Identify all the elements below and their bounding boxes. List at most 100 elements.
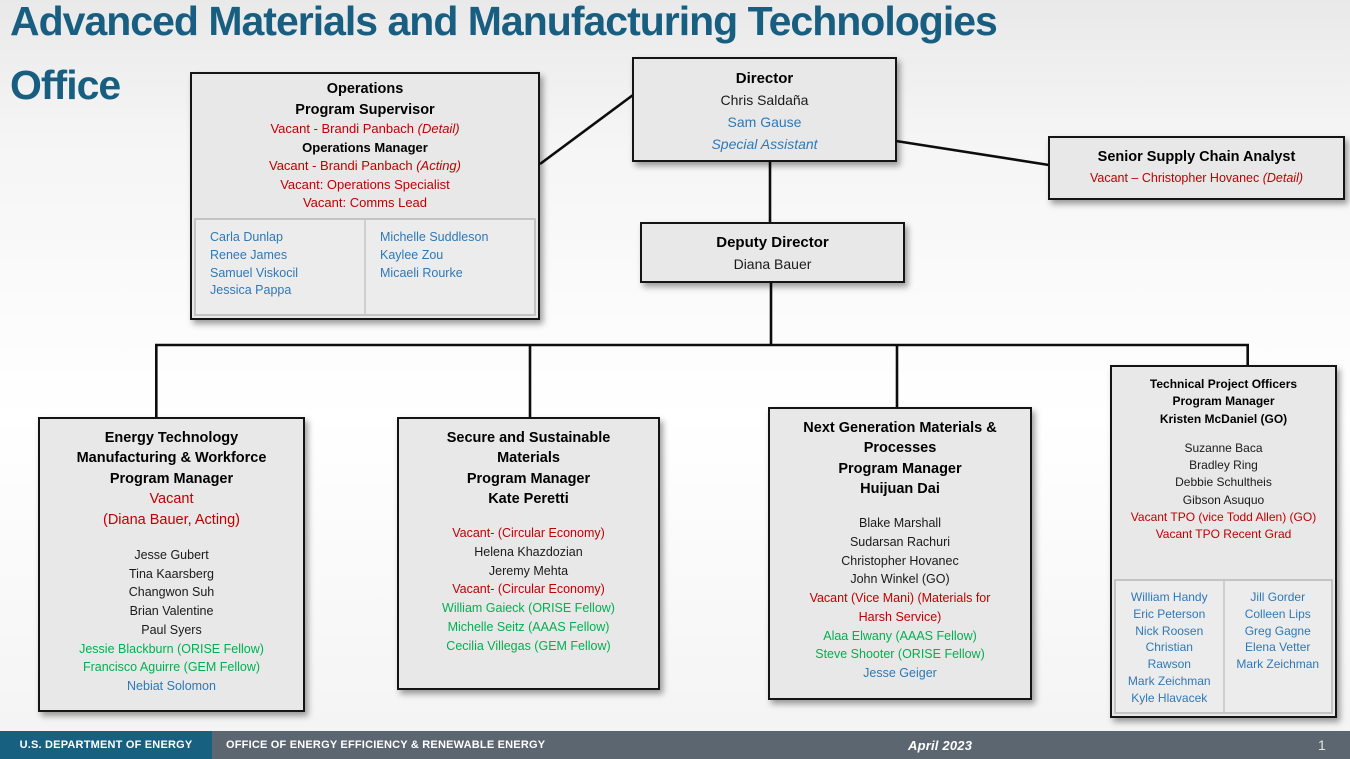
text-line: Christopher Hovanec — [841, 553, 959, 568]
text-line: Vacant (Vice Mani) (Materials for — [809, 591, 991, 606]
text-line: Vacant: Operations Specialist — [280, 176, 450, 192]
text-line: Sudarsan Rachuri — [849, 534, 951, 549]
text-line: Jesse Geiger — [863, 666, 937, 681]
roster-name: Eric Peterson — [1133, 606, 1206, 621]
text-line: Diana Bauer — [733, 256, 812, 273]
text-line: Suzanne Baca — [1184, 440, 1263, 455]
text-line: Tina Kaarsberg — [129, 566, 214, 581]
text-line: Nebiat Solomon — [127, 679, 216, 694]
roster-name: Jill Gorder — [1250, 590, 1306, 604]
text-line: Vacant TPO (vice Todd Allen) (GO) — [1130, 509, 1317, 524]
roster-name: Kaylee Zou — [380, 247, 444, 262]
roster-name: Greg Gagne — [1244, 623, 1311, 638]
text-line: Blake Marshall — [859, 516, 941, 531]
text-line: Vacant - Brandi Panbach (Detail) — [270, 121, 460, 137]
roster-name: Colleen Lips — [1244, 606, 1311, 621]
text-line: Energy Technology — [104, 430, 239, 446]
text-line: Kate Peretti — [488, 490, 569, 507]
text-line: Manufacturing & Workforce — [76, 450, 267, 467]
roster-name: Renee James — [210, 247, 288, 262]
roster-name: Michelle Suddleson — [380, 230, 489, 244]
text-line: Harsh Service) — [858, 609, 942, 624]
text-line: Chris Saldaña — [720, 92, 809, 109]
text-line: Jesse Gubert — [134, 547, 209, 562]
roster-name: Jessica Pappa — [210, 283, 292, 298]
text-line: Director — [735, 70, 794, 87]
roster-name: Mark Zeichman — [1127, 673, 1211, 688]
text-line: Jeremy Mehta — [488, 563, 569, 578]
text-line: Bradley Ring — [1189, 458, 1258, 473]
text-line: Vacant- (Circular Economy) — [452, 582, 605, 597]
text-line: Vacant — [149, 490, 194, 507]
footer-office-label: OFFICE OF ENERGY EFFICIENCY & RENEWABLE … — [226, 739, 546, 751]
roster-name: Nick Roosen — [1135, 623, 1204, 638]
text-line: Huijuan Dai — [860, 480, 940, 497]
roster-name: Samuel Viskocil — [210, 265, 299, 280]
page-title-line2: Office — [10, 62, 121, 108]
spacer-line — [770, 499, 1030, 514]
text-line: Jessie Blackburn (ORISE Fellow) — [79, 641, 264, 656]
text-line: Operations — [326, 81, 404, 97]
text-line: Special Assistant — [711, 135, 818, 152]
roster-name: Kyle Hlavacek — [1131, 690, 1208, 705]
page-title-line1: Advanced Materials and Manufacturing Tec… — [10, 0, 998, 44]
text-line: Paul Syers — [141, 622, 202, 637]
text-line: Helena Khazdozian — [474, 544, 583, 559]
text-line: Program Manager — [838, 460, 962, 477]
text-line: Steve Shooter (ORISE Fellow) — [815, 647, 985, 662]
spacer-line — [40, 531, 303, 546]
connector-director-senior — [895, 139, 1050, 167]
connector-director-operations — [539, 93, 634, 166]
footer-agency-label: U.S. DEPARTMENT OF ENERGY — [19, 739, 193, 751]
text-line: Operations Manager — [302, 139, 428, 155]
footer-bar: U.S. DEPARTMENT OF ENERGY OFFICE OF ENER… — [0, 731, 1350, 759]
text-line: Debbie Schultheis — [1175, 475, 1272, 490]
roster-name: Elena Vetter — [1245, 640, 1311, 655]
text-line: Cecilia Villegas (GEM Fellow) — [446, 638, 611, 653]
text-line: Program Manager — [1172, 394, 1275, 409]
text-line: Kristen McDaniel (GO) — [1159, 411, 1288, 426]
text-line: Alaa Elwany (AAAS Fellow) — [823, 628, 977, 643]
text-line: Changwon Suh — [128, 585, 215, 600]
text-line: Secure and Sustainable — [446, 430, 611, 446]
spacer-line — [399, 509, 658, 524]
text-line: Vacant- (Circular Economy) — [452, 526, 605, 541]
text-line: Francisco Aguirre (GEM Fellow) — [82, 660, 261, 675]
text-line: Next Generation Materials & — [803, 420, 997, 436]
text-line: Program Supervisor — [295, 101, 435, 118]
text-line: Senior Supply Chain Analyst — [1097, 149, 1296, 165]
roster-name: Christian — [1145, 640, 1193, 655]
footer-page-number: 1 — [1318, 737, 1326, 753]
text-line: Vacant TPO Recent Grad — [1155, 527, 1292, 542]
roster-name: Mark Zeichman — [1236, 657, 1320, 672]
text-line: Brian Valentine — [129, 604, 214, 619]
text-line: Vacant – Christopher Hovanec (Detail) — [1089, 170, 1304, 185]
text-line: Technical Project Officers — [1149, 377, 1298, 391]
text-line: William Gaieck (ORISE Fellow) — [442, 601, 615, 616]
text-line: (Diana Bauer, Acting) — [102, 511, 241, 528]
text-line: Program Manager — [109, 470, 234, 487]
roster-name: William Handy — [1130, 590, 1208, 604]
text-line: Vacant: Comms Lead — [302, 194, 428, 210]
text-line: Sam Gause — [727, 113, 802, 130]
